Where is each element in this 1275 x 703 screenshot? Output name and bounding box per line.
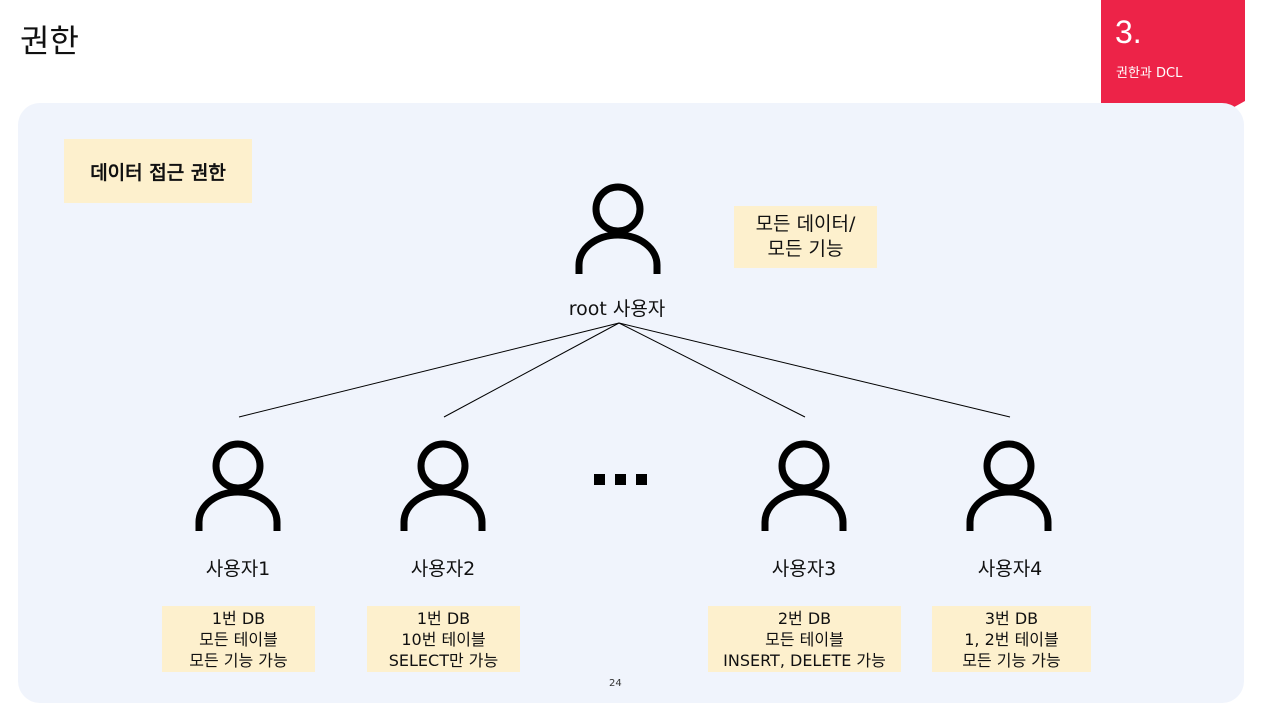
user4-icon xyxy=(966,440,1052,531)
connector-user1 xyxy=(238,322,620,418)
ellipsis-dot xyxy=(594,474,605,485)
user2-info-action: SELECT만 가능 xyxy=(388,650,499,670)
user2-info-table: 10번 테이블 xyxy=(401,629,486,649)
section-tag: 데이터 접근 권한 xyxy=(64,139,252,203)
user3-info-db: 2번 DB xyxy=(777,608,832,628)
root-note-line1: 모든 데이터/ xyxy=(755,213,856,235)
user4-permission-info: 3번 DB 1, 2번 테이블 모든 기능 가능 xyxy=(932,606,1091,672)
user2-info-db: 1번 DB xyxy=(416,608,471,628)
user1-info-table: 모든 테이블 xyxy=(199,629,278,649)
user1-info-db: 1번 DB xyxy=(211,608,266,628)
user1-info-action: 모든 기능 가능 xyxy=(189,650,288,670)
user4-info-action: 모든 기능 가능 xyxy=(962,650,1061,670)
user1-permission-info: 1번 DB 모든 테이블 모든 기능 가능 xyxy=(162,606,315,672)
user4-label: 사용자4 xyxy=(977,558,1043,580)
page-title: 권한 xyxy=(20,22,79,60)
user3-icon xyxy=(761,440,847,531)
connector-user2 xyxy=(443,322,620,418)
root-user-icon xyxy=(575,183,661,274)
section-subtitle: 권한과 DCL xyxy=(1116,66,1183,81)
user2-label: 사용자2 xyxy=(410,558,476,580)
user2-permission-info: 1번 DB 10번 테이블 SELECT만 가능 xyxy=(367,606,520,672)
user3-label: 사용자3 xyxy=(771,558,837,580)
root-user-label: root 사용자 xyxy=(568,298,666,320)
ellipsis-dot xyxy=(636,474,647,485)
user4-info-table: 1, 2번 테이블 xyxy=(964,629,1059,649)
connector-lines xyxy=(238,322,1011,418)
section-number: 3. xyxy=(1115,14,1142,50)
user1-label: 사용자1 xyxy=(205,558,271,580)
root-note-line2: 모든 기능 xyxy=(767,238,844,260)
user3-info-table: 모든 테이블 xyxy=(765,629,844,649)
connector-user4 xyxy=(618,322,1011,418)
user2-icon xyxy=(400,440,486,531)
user3-permission-info: 2번 DB 모든 테이블 INSERT, DELETE 가능 xyxy=(708,606,901,672)
root-permission-note: 모든 데이터/ 모든 기능 xyxy=(734,206,877,268)
user3-info-action: INSERT, DELETE 가능 xyxy=(723,650,886,670)
user4-info-db: 3번 DB xyxy=(984,608,1039,628)
page-number: 24 xyxy=(609,678,622,689)
diagram-panel xyxy=(18,103,1244,703)
user1-icon xyxy=(195,440,281,531)
ellipsis-dot xyxy=(615,474,626,485)
connector-user3 xyxy=(618,322,806,418)
